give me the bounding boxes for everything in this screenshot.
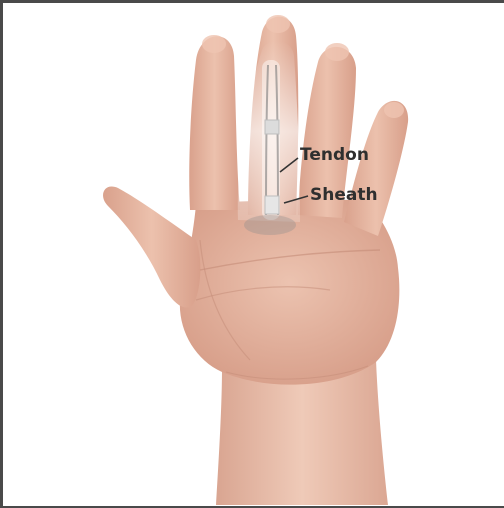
index-finger (189, 36, 240, 210)
thumb (103, 187, 200, 308)
sheath-label: Sheath (310, 185, 378, 205)
tendon-label: Tendon (300, 145, 369, 165)
little-finger (344, 101, 408, 236)
